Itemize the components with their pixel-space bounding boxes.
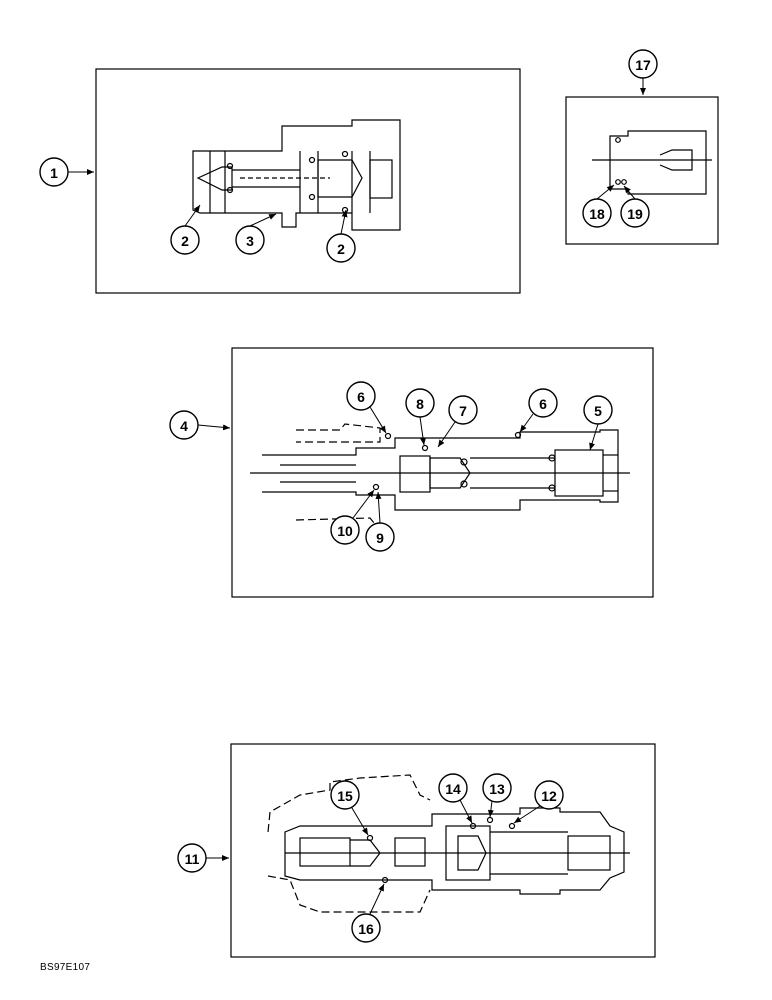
- figure-code: BS97E107: [40, 962, 91, 973]
- callout-4-label: 4: [180, 418, 188, 434]
- panel-plug: [565, 96, 719, 245]
- callout-6a: [346, 381, 376, 411]
- callout-19-label: 19: [627, 206, 643, 222]
- panel-check-valve: [230, 743, 656, 958]
- panel-overload-valve: [231, 347, 654, 598]
- callout-18-label: 18: [589, 206, 605, 222]
- callout-12: [534, 780, 564, 810]
- callout-10-label: 10: [337, 523, 353, 539]
- callout-8-label: 8: [416, 396, 424, 412]
- callout-6b: [528, 388, 558, 418]
- panel-relief-valve: [95, 68, 521, 294]
- callout-14: [438, 773, 468, 803]
- callout-6b-label: 6: [539, 396, 547, 412]
- callout-11-label: 11: [185, 851, 200, 867]
- callout-12-label: 12: [541, 788, 557, 804]
- callout-13-label: 13: [489, 781, 505, 797]
- callout-3-label: 3: [246, 233, 254, 249]
- callout-6a-label: 6: [357, 389, 365, 405]
- callout-7-label: 7: [459, 403, 467, 419]
- callout-16-label: 16: [358, 921, 374, 937]
- callout-14-label: 14: [445, 781, 461, 797]
- callout-15-label: 15: [337, 788, 353, 804]
- callout-2b-label: 2: [337, 241, 345, 257]
- callout-1-label: 1: [50, 165, 58, 181]
- callout-16: [351, 913, 381, 943]
- callout-10: [330, 515, 360, 545]
- callout-7: [448, 395, 478, 425]
- callout-9-label: 9: [376, 530, 384, 546]
- callout-13: [482, 773, 512, 803]
- callout-5-label: 5: [594, 403, 602, 419]
- callout-17-label: 17: [635, 57, 651, 73]
- callout-2a-label: 2: [181, 233, 189, 249]
- callout-15: [330, 780, 360, 810]
